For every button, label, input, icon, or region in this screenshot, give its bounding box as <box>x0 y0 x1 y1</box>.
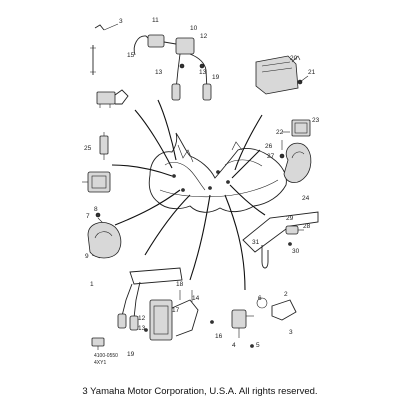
callout-30: 30 <box>292 248 300 255</box>
callout-13-left: 13 <box>138 325 146 332</box>
sensor-assembly-right <box>242 211 319 269</box>
callout-1: 1 <box>90 281 94 288</box>
callout-22: 22 <box>276 129 284 136</box>
callout-18: 18 <box>176 281 184 288</box>
callout-7: 7 <box>86 213 90 220</box>
callout-9: 9 <box>85 253 89 260</box>
callout-12-top: 12 <box>200 33 208 40</box>
callout-5: 5 <box>256 342 260 349</box>
callout-15-top: 15 <box>127 52 135 59</box>
callout-13-bottom: 13 <box>199 69 207 76</box>
switch-15 <box>99 132 109 160</box>
callout-labels: 3 11 10 12 19 13 13 15 20 21 22 23 26 27… <box>84 17 320 358</box>
callout-8: 8 <box>94 206 98 213</box>
callout-21: 21 <box>308 69 316 76</box>
callout-17: 17 <box>172 307 180 314</box>
callout-10: 10 <box>190 25 198 32</box>
callout-13-top: 13 <box>155 69 163 76</box>
callout-20: 20 <box>290 55 298 62</box>
callout-16: 16 <box>215 333 223 340</box>
callout-11: 11 <box>152 17 159 24</box>
relay-left <box>96 89 129 108</box>
part-code: 4100-0550 <box>94 353 118 359</box>
callout-27: 27 <box>267 153 275 160</box>
callout-2: 2 <box>284 291 288 298</box>
callout-31: 31 <box>252 239 260 246</box>
copyright-notice: 3 Yamaha Motor Corporation, U.S.A. All r… <box>82 386 318 397</box>
leader-lines <box>111 99 266 291</box>
callout-28: 28 <box>303 223 311 230</box>
callout-14: 14 <box>192 295 200 302</box>
callout-19-top: 19 <box>212 74 220 81</box>
connector-part <box>91 337 105 350</box>
reference-codes: 4100-0550 4XY1 <box>94 353 118 366</box>
callout-24: 24 <box>302 195 310 202</box>
callout-3-bottom: 3 <box>289 329 293 336</box>
model-code: 4XY1 <box>94 360 106 366</box>
bracket-assembly-3 <box>90 23 119 75</box>
coil-pack-bottom <box>117 267 199 341</box>
callout-4: 4 <box>232 342 236 349</box>
horn-right <box>279 140 312 183</box>
callout-19-bottom: 19 <box>127 351 135 358</box>
callout-25: 25 <box>84 145 92 152</box>
ecu-unit <box>255 55 309 95</box>
callout-12-bottom: 12 <box>138 315 146 322</box>
callout-26: 26 <box>265 143 273 150</box>
callout-29: 29 <box>286 215 294 222</box>
callout-6: 6 <box>258 295 262 302</box>
relay-block-left <box>82 171 111 193</box>
sensor-assembly-bottom <box>210 297 297 348</box>
horn-left <box>87 212 122 259</box>
ignition-coil-assembly <box>133 34 212 101</box>
relay-right <box>282 119 311 137</box>
callout-3-top: 3 <box>119 18 123 25</box>
callout-23: 23 <box>312 117 320 124</box>
